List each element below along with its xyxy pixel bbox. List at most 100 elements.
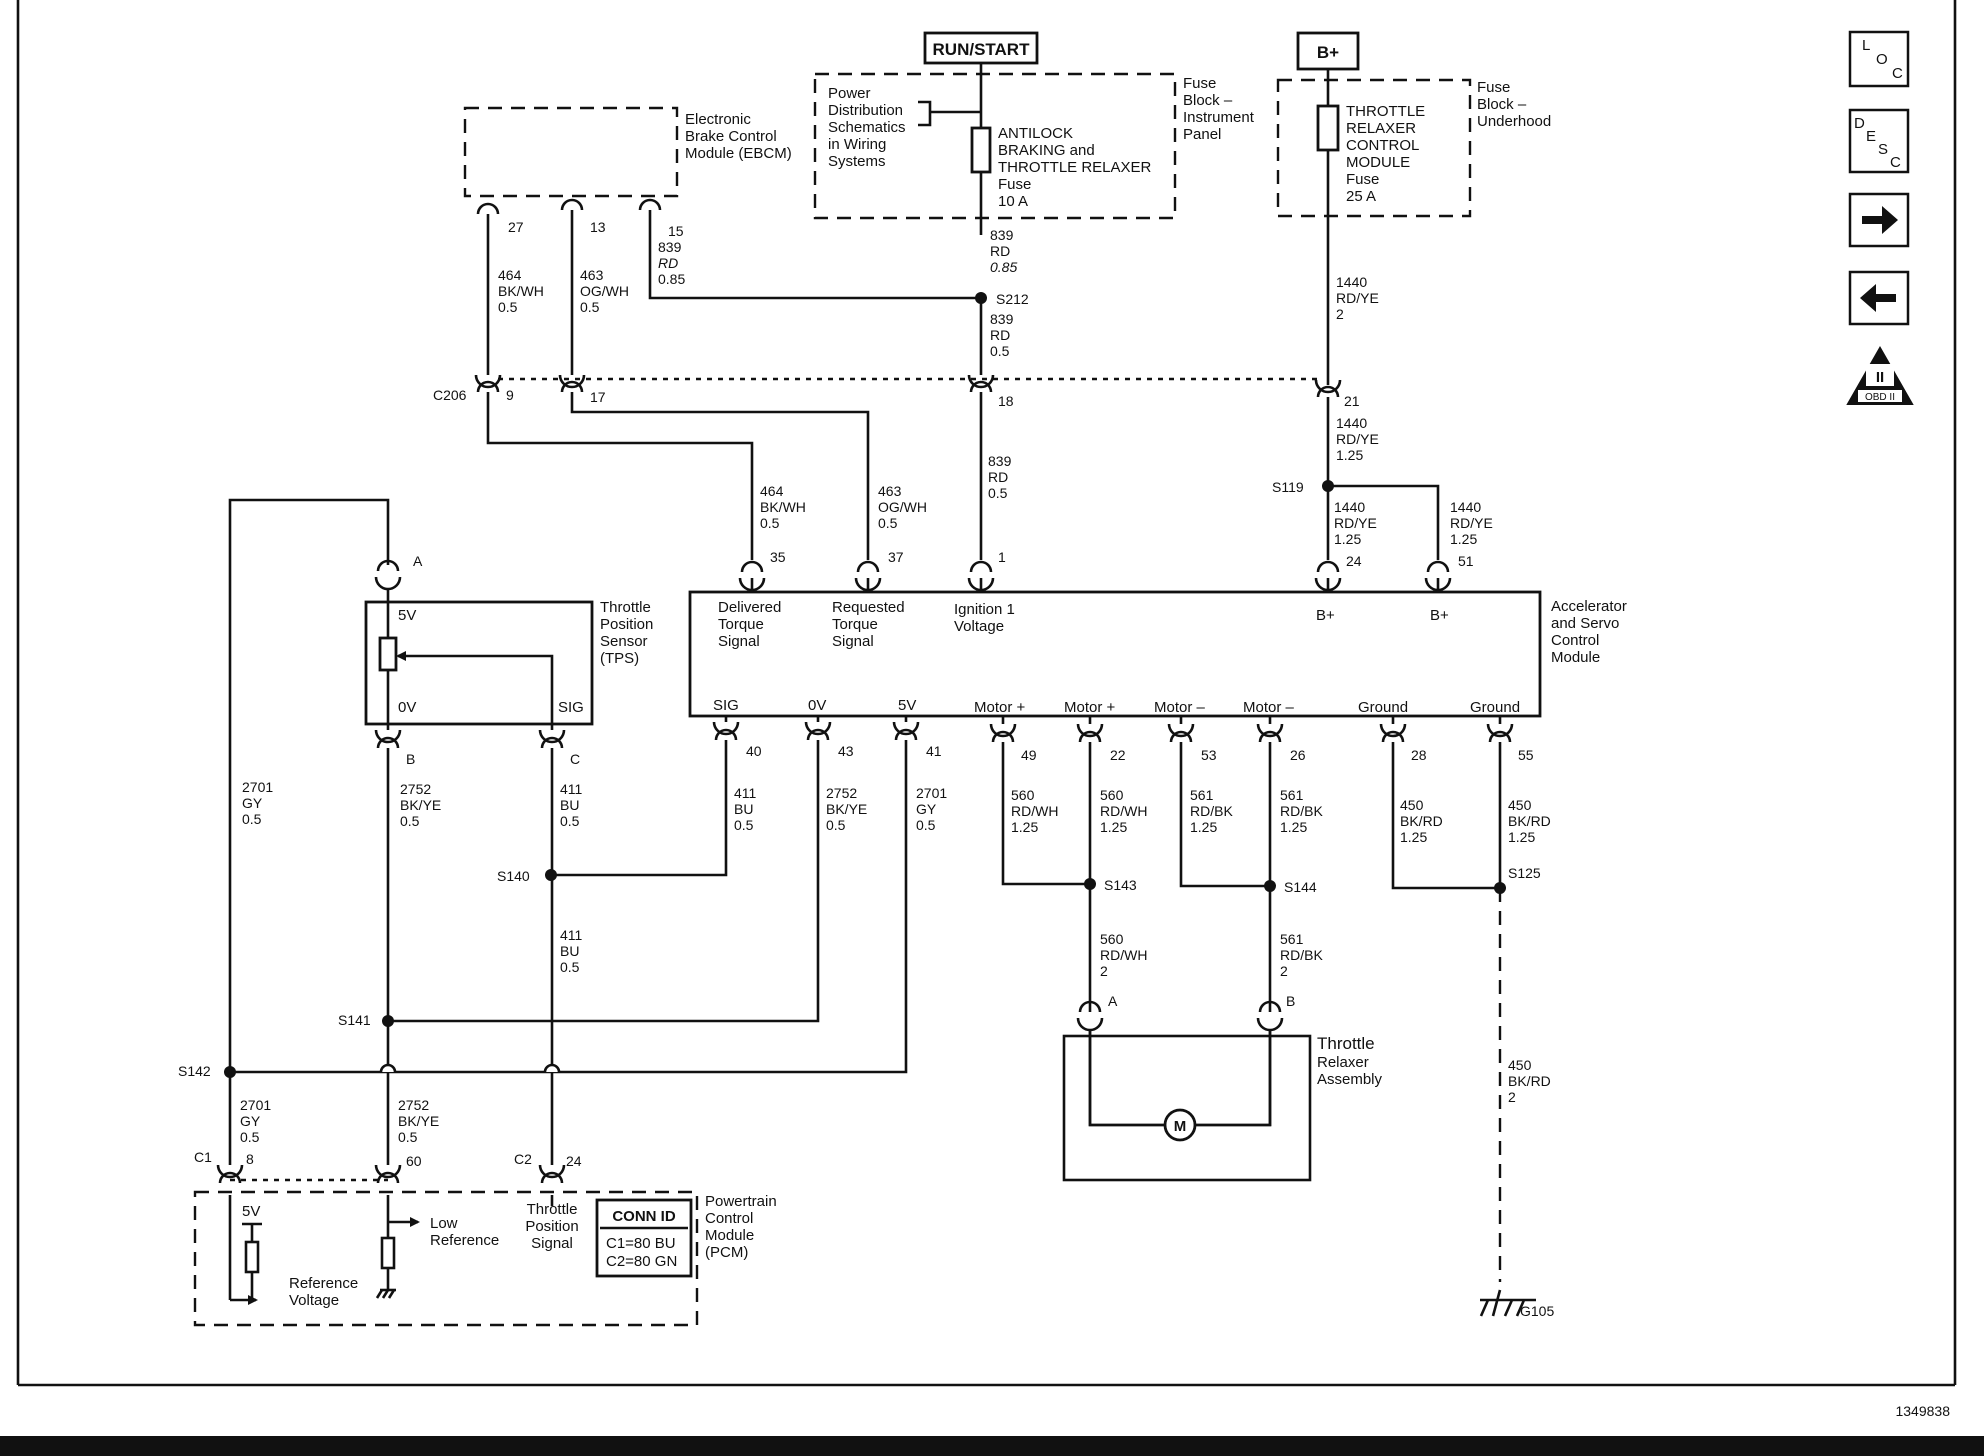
ascm-pin-1: 1 — [998, 549, 1006, 565]
svg-text:1.25: 1.25 — [1508, 829, 1535, 845]
svg-text:0V: 0V — [398, 699, 416, 716]
run-start-label: RUN/START — [933, 40, 1031, 59]
svg-text:RD/BK: RD/BK — [1280, 803, 1323, 819]
svg-text:0.5: 0.5 — [916, 817, 936, 833]
svg-text:C: C — [570, 751, 580, 767]
svg-text:0.5: 0.5 — [580, 299, 600, 315]
splice-s142: S142 — [178, 1063, 211, 1079]
loc-button[interactable]: L O C — [1848, 30, 1910, 88]
svg-text:A: A — [413, 553, 423, 569]
svg-text:Control: Control — [705, 1210, 753, 1227]
svg-text:561: 561 — [1280, 931, 1304, 947]
svg-text:Panel: Panel — [1183, 126, 1221, 143]
prev-arrow-button[interactable] — [1848, 270, 1910, 326]
svg-text:450: 450 — [1400, 797, 1424, 813]
svg-text:RD: RD — [988, 469, 1008, 485]
ascm-module — [688, 590, 1542, 718]
svg-text:1.25: 1.25 — [1334, 531, 1361, 547]
fuse-block-ip-title: Fuse Block – Instrument Panel — [1183, 75, 1255, 143]
svg-text:450: 450 — [1508, 797, 1532, 813]
svg-text:L: L — [1862, 37, 1870, 54]
fuse-block-underhood — [1276, 78, 1472, 218]
svg-text:10 A: 10 A — [998, 193, 1028, 210]
svg-text:411: 411 — [734, 785, 757, 801]
ascm-pin-51: 51 — [1458, 553, 1474, 569]
svg-text:BK/RD: BK/RD — [1400, 813, 1443, 829]
svg-text:Throttle: Throttle — [1317, 1034, 1375, 1053]
svg-text:BK/YE: BK/YE — [398, 1113, 439, 1129]
obd-ii-button[interactable]: II OBD II — [1846, 345, 1914, 405]
svg-text:Sensor: Sensor — [600, 633, 648, 650]
svg-text:in Wiring: in Wiring — [828, 136, 886, 153]
svg-text:0.5: 0.5 — [242, 811, 262, 827]
svg-text:Ground: Ground — [1470, 699, 1520, 716]
svg-text:Underhood: Underhood — [1477, 113, 1551, 130]
svg-text:Electronic: Electronic — [685, 111, 751, 128]
svg-text:Powertrain: Powertrain — [705, 1193, 777, 1210]
svg-text:0.85: 0.85 — [990, 259, 1017, 275]
svg-text:RD: RD — [990, 327, 1010, 343]
svg-text:Fuse: Fuse — [998, 176, 1031, 193]
fuse-10a-label: ANTILOCK BRAKING and THROTTLE RELAXER Fu… — [998, 125, 1152, 210]
svg-text:E: E — [1866, 128, 1876, 145]
svg-text:OG/WH: OG/WH — [580, 283, 629, 299]
svg-text:Control: Control — [1551, 632, 1599, 649]
svg-text:0.5: 0.5 — [498, 299, 518, 315]
svg-text:Torque: Torque — [718, 616, 764, 633]
svg-text:411: 411 — [560, 927, 583, 943]
svg-text:9: 9 — [506, 387, 514, 403]
svg-text:28: 28 — [1411, 747, 1427, 763]
arrow-left-icon — [1860, 284, 1896, 312]
svg-text:Brake Control: Brake Control — [685, 128, 777, 145]
svg-text:2701: 2701 — [240, 1097, 271, 1113]
fuse-block-uh-title: Fuse Block – Underhood — [1477, 79, 1551, 130]
svg-text:0.5: 0.5 — [878, 515, 898, 531]
svg-text:Position: Position — [525, 1218, 578, 1235]
svg-text:RD/YE: RD/YE — [1450, 515, 1493, 531]
svg-text:and Servo: and Servo — [1551, 615, 1619, 632]
svg-text:(TPS): (TPS) — [600, 650, 639, 667]
desc-button[interactable]: D E S C — [1848, 108, 1910, 174]
svg-text:THROTTLE: THROTTLE — [1346, 103, 1425, 120]
svg-text:561: 561 — [1190, 787, 1214, 803]
svg-text:411: 411 — [560, 781, 583, 797]
next-arrow-button[interactable] — [1848, 192, 1910, 248]
c206-label: C206 — [433, 387, 467, 403]
svg-text:BU: BU — [560, 943, 579, 959]
svg-text:RD/BK: RD/BK — [1190, 803, 1233, 819]
svg-text:RD: RD — [990, 243, 1010, 259]
svg-text:Fuse: Fuse — [1477, 79, 1510, 96]
svg-text:O: O — [1876, 51, 1888, 68]
svg-text:0.5: 0.5 — [400, 813, 420, 829]
svg-text:1.25: 1.25 — [1100, 819, 1127, 835]
svg-text:RD/BK: RD/BK — [1280, 947, 1323, 963]
svg-text:Low: Low — [430, 1215, 458, 1232]
svg-text:Block –: Block – — [1183, 92, 1233, 109]
svg-text:1.25: 1.25 — [1336, 447, 1363, 463]
svg-text:2: 2 — [1508, 1089, 1516, 1105]
svg-text:MODULE: MODULE — [1346, 154, 1410, 171]
ascm-pin-35: 35 — [770, 549, 786, 565]
svg-text:55: 55 — [1518, 747, 1534, 763]
arrow-right-icon — [1862, 206, 1898, 234]
svg-text:Power: Power — [828, 85, 871, 102]
svg-text:S: S — [1878, 141, 1888, 158]
svg-text:Motor +: Motor + — [974, 699, 1026, 716]
svg-text:M: M — [1174, 1118, 1187, 1135]
svg-text:26: 26 — [1290, 747, 1306, 763]
svg-text:0.5: 0.5 — [560, 813, 580, 829]
svg-text:BK/RD: BK/RD — [1508, 813, 1551, 829]
svg-text:OG/WH: OG/WH — [878, 499, 927, 515]
svg-text:0.5: 0.5 — [988, 485, 1008, 501]
svg-text:BRAKING and: BRAKING and — [998, 142, 1095, 159]
svg-text:Requested: Requested — [832, 599, 905, 616]
svg-text:0.5: 0.5 — [560, 959, 580, 975]
svg-text:60: 60 — [406, 1153, 422, 1169]
svg-text:B+: B+ — [1430, 607, 1449, 624]
svg-text:Torque: Torque — [832, 616, 878, 633]
svg-text:839: 839 — [658, 239, 682, 255]
svg-text:(PCM): (PCM) — [705, 1244, 748, 1261]
svg-text:2752: 2752 — [400, 781, 431, 797]
ascm-pin-37: 37 — [888, 549, 904, 565]
svg-text:2701: 2701 — [242, 779, 273, 795]
